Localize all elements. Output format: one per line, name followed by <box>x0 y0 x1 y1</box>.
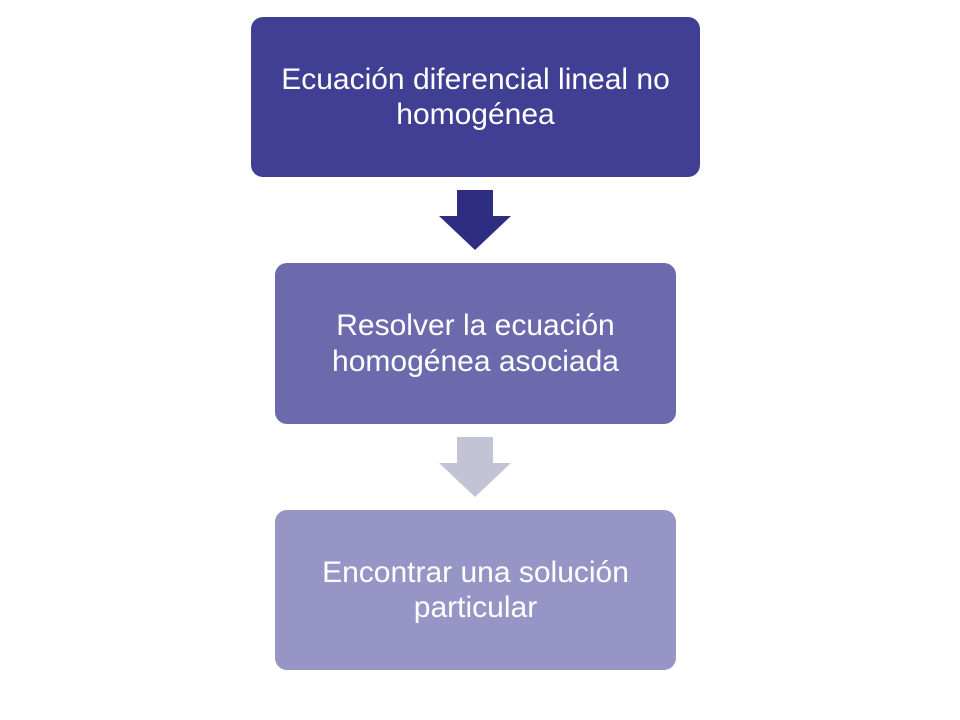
step-label: Resolver la ecuación homogénea asociada <box>332 309 619 378</box>
down-arrow-icon <box>439 190 511 250</box>
step-label: Ecuación diferencial lineal no homogénea <box>281 62 670 131</box>
step-label: Encontrar una solución particular <box>322 555 629 624</box>
arrow-shape <box>439 437 511 497</box>
step-box-nonhomogeneous-equation: Ecuación diferencial lineal no homogénea <box>251 17 700 177</box>
down-arrow-icon <box>439 437 511 497</box>
step-box-particular-solution: Encontrar una solución particular <box>275 510 676 670</box>
arrow-shape <box>439 190 511 250</box>
step-box-homogeneous-solution: Resolver la ecuación homogénea asociada <box>275 263 676 424</box>
